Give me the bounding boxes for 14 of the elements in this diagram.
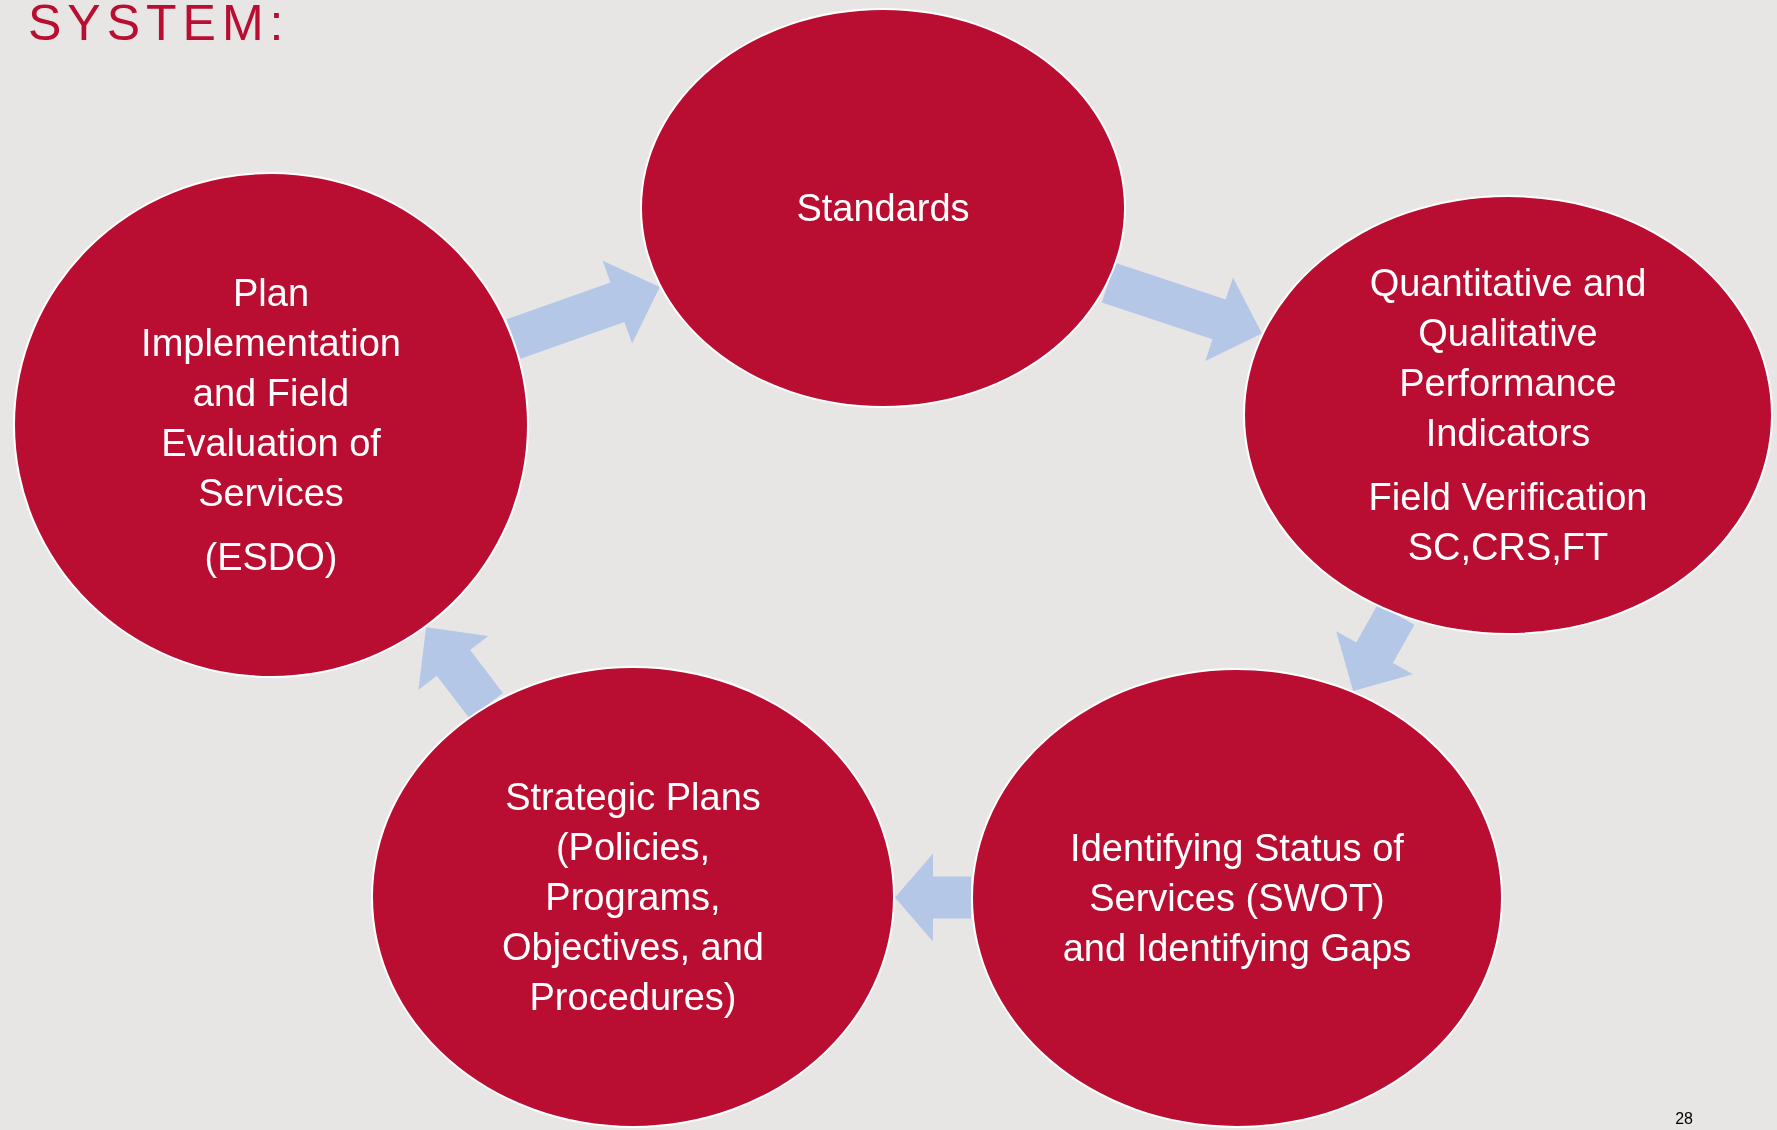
node-text: (ESDO)	[203, 535, 339, 580]
block-arrow	[895, 853, 971, 942]
block-arrow	[506, 260, 660, 359]
node-text: Quantitative and Qualitative Performance Indicators	[1368, 261, 1648, 456]
block-arrow	[1336, 604, 1415, 692]
page-number: 28	[1675, 1110, 1693, 1128]
node-text: Plan Implementation and Field Evaluation of Services	[140, 271, 402, 516]
node-text: Standards	[795, 186, 971, 231]
block-arrow	[1101, 262, 1262, 362]
node-text: Identifying Status of Services (SWOT) and Identifying Gaps	[1061, 826, 1413, 971]
node-text: Field Verification SC,CRS,FT	[1367, 475, 1649, 570]
block-arrow	[418, 627, 503, 719]
node-text: Strategic Plans (Policies, Programs, Objectives, and Procedures)	[501, 775, 765, 1020]
title: SYSTEM:	[28, 0, 290, 52]
